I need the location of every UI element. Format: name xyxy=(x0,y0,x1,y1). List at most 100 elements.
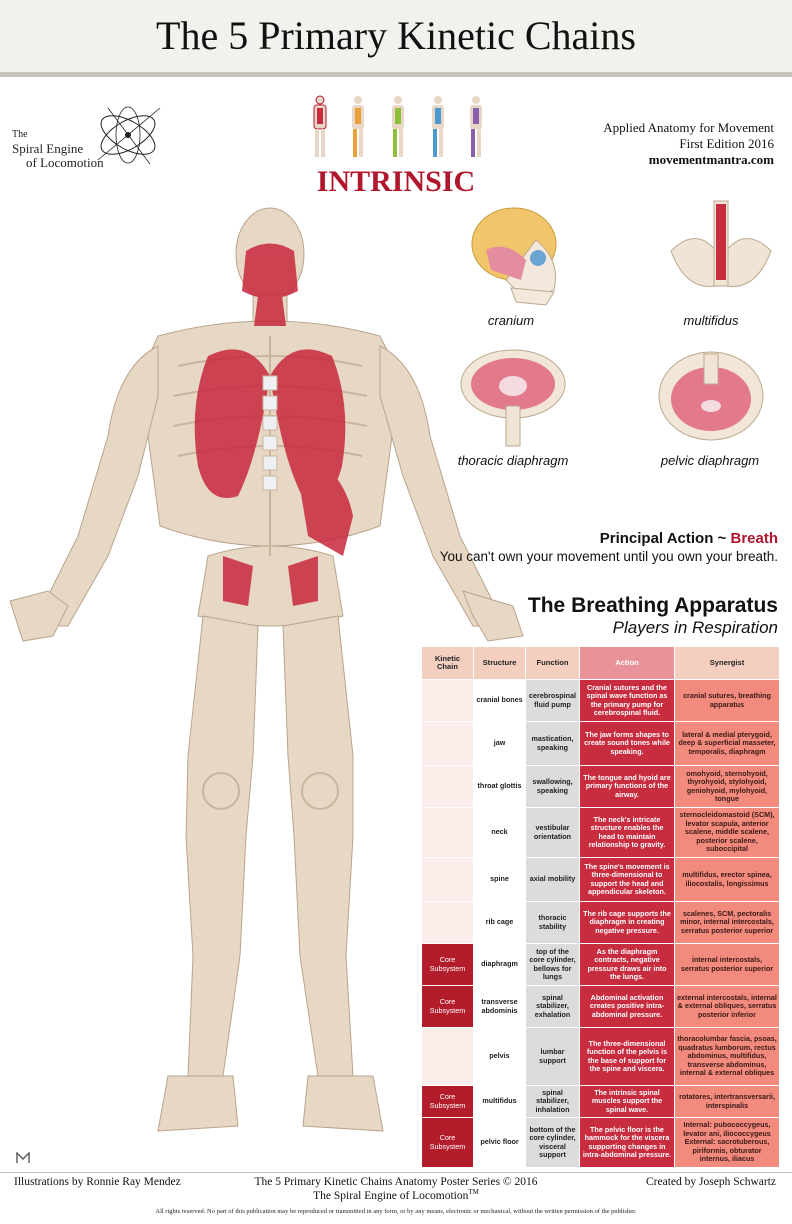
principal-action-word: Breath xyxy=(730,530,778,547)
synergist-cell: cranial sutures, breathing apparatus xyxy=(674,679,780,722)
table-row: cranial bones cerebrospinal fluid pump C… xyxy=(421,679,780,722)
principal-heading: Principal Action ~ Breath xyxy=(398,530,778,547)
structure-cell: neck xyxy=(473,807,526,858)
structure-cell: jaw xyxy=(473,721,526,766)
action-cell: The spine's movement is three-dimensiona… xyxy=(579,857,675,902)
table-row: Core Subsystem multifidus spinal stabili… xyxy=(421,1085,780,1118)
footer-illustrations: Illustrations by Ronnie Ray Mendez xyxy=(14,1176,181,1188)
action-cell: The rib cage supports the diaphragm in c… xyxy=(579,901,675,944)
synergist-cell: external intercostals, internal & extern… xyxy=(674,985,780,1028)
function-cell: thoracic stability xyxy=(525,901,580,944)
footer-series: The 5 Primary Kinetic Chains Anatomy Pos… xyxy=(236,1176,556,1202)
principal-tagline: You can't own your movement until you ow… xyxy=(439,549,778,564)
structure-cell: pelvis xyxy=(473,1027,526,1086)
header-kinetic-chain: Kinetic Chain xyxy=(421,646,474,680)
function-cell: cerebrospinal fluid pump xyxy=(525,679,580,722)
function-cell: top of the core cylinder, bellows for lu… xyxy=(525,943,580,986)
pelvic-diaphragm-caption: pelvic diaphragm xyxy=(660,453,760,468)
synergist-cell: internal intercostals, serratus posterio… xyxy=(674,943,780,986)
logo-line-1: The xyxy=(12,129,28,140)
principal-action: Principal Action ~ Breath You can't own … xyxy=(398,530,778,564)
footer-series-name: The Spiral Engine of Locomotion xyxy=(313,1189,469,1202)
structure-cell: rib cage xyxy=(473,901,526,944)
synergist-cell: thoracolumbar fascia, psoas, quadratus l… xyxy=(674,1027,780,1086)
anatomy-figure xyxy=(9,207,524,1132)
multifidus-caption: multifidus xyxy=(683,313,739,328)
function-cell: lumbar support xyxy=(525,1027,580,1086)
table-row: spine axial mobility The spine's movemen… xyxy=(421,857,780,902)
edition-url: movementmantra.com xyxy=(648,152,774,167)
chain-cell xyxy=(421,807,474,858)
table-header-row: Kinetic Chain Structure Function Action … xyxy=(421,646,780,680)
structure-cell: spine xyxy=(473,857,526,902)
table-row: pelvis lumbar support The three-dimensio… xyxy=(421,1027,780,1086)
thoracic-diaphragm-image xyxy=(460,349,566,447)
table-row: Core Subsystem diaphragm top of the core… xyxy=(421,943,780,986)
structure-cell: pelvic floor xyxy=(473,1117,526,1168)
logo-line-2: Spiral Engine xyxy=(12,141,84,156)
apparatus-subtitle: Players in Respiration xyxy=(612,618,778,637)
table-row: rib cage thoracic stability The rib cage… xyxy=(421,901,780,944)
action-cell: The intrinsic spinal muscles support the… xyxy=(579,1085,675,1118)
function-cell: axial mobility xyxy=(525,857,580,902)
spiral-logo-icon xyxy=(97,106,161,165)
synergist-cell: scalenes, SCM, pectoralis minor, interna… xyxy=(674,901,780,944)
function-cell: mastication, speaking xyxy=(525,721,580,766)
header-structure: Structure xyxy=(473,646,526,680)
figure-orange xyxy=(352,96,364,157)
footer-rule xyxy=(0,1172,792,1173)
synergist-cell: lateral & medial pterygoid, deep & super… xyxy=(674,721,780,766)
action-cell: The pelvic floor is the hammock for the … xyxy=(579,1117,675,1168)
footer-series-line-1: The 5 Primary Kinetic Chains Anatomy Pos… xyxy=(254,1176,538,1188)
apparatus-title: The Breathing Apparatus xyxy=(527,594,778,617)
structure-cell: throat glottis xyxy=(473,765,526,808)
structure-cell: diaphragm xyxy=(473,943,526,986)
edition-block: Applied Anatomy for Movement First Editi… xyxy=(514,120,774,168)
chain-cell xyxy=(421,721,474,766)
page-title: The 5 Primary Kinetic Chains xyxy=(156,13,636,58)
publisher-mark-icon xyxy=(16,1152,30,1163)
chain-cell: Core Subsystem xyxy=(421,1117,474,1168)
chain-cell xyxy=(421,679,474,722)
figure-blue xyxy=(432,96,444,157)
structure-cell: transverse abdominis xyxy=(473,985,526,1028)
chain-name: INTRINSIC xyxy=(316,165,476,198)
function-cell: vestibular orientation xyxy=(525,807,580,858)
principal-label: Principal Action ~ xyxy=(599,530,731,547)
table-row: jaw mastication, speaking The jaw forms … xyxy=(421,721,780,766)
chain-cell xyxy=(421,1027,474,1086)
header-synergist: Synergist xyxy=(674,646,780,680)
action-cell: The three-dimensional function of the pe… xyxy=(579,1027,675,1086)
pelvic-diaphragm-image xyxy=(658,351,764,441)
function-cell: spinal stabilizer, inhalation xyxy=(525,1085,580,1118)
edition-line-2: First Edition 2016 xyxy=(679,136,774,151)
figure-green xyxy=(392,96,404,157)
footer-series-line-2: The Spiral Engine of LocomotionTM xyxy=(236,1188,556,1202)
legal-notice: All rights reserved. No part of this pub… xyxy=(155,1208,637,1215)
chain-figures-row xyxy=(313,95,482,157)
action-cell: As the diaphragm contracts, negative pre… xyxy=(579,943,675,986)
synergist-cell: sternocleidomastoid (SCM), levator scapu… xyxy=(674,807,780,858)
figure-intrinsic xyxy=(313,95,327,157)
structure-cell: cranial bones xyxy=(473,679,526,722)
action-cell: The jaw forms shapes to create sound ton… xyxy=(579,721,675,766)
table-row: Core Subsystem pelvic floor bottom of th… xyxy=(421,1117,780,1168)
multifidus-image xyxy=(670,200,772,288)
synergist-cell: rotatores, intertransversarii, interspin… xyxy=(674,1085,780,1118)
figure-purple xyxy=(470,96,482,157)
action-cell: Cranial sutures and the spinal wave func… xyxy=(579,679,675,722)
synergist-cell: multifidus, erector spinea, iliocostalis… xyxy=(674,857,780,902)
action-cell: The tongue and hyoid are primary functio… xyxy=(579,765,675,808)
chain-cell xyxy=(421,857,474,902)
chain-cell xyxy=(421,901,474,944)
table-row: neck vestibular orientation The neck's i… xyxy=(421,807,780,858)
footer-trademark: TM xyxy=(468,1188,479,1196)
synergist-cell: Internal: pubococcygeus, levator ani, il… xyxy=(674,1117,780,1168)
structure-cell: multifidus xyxy=(473,1085,526,1118)
logo-line-3: of Locomotion xyxy=(26,155,104,170)
chain-cell xyxy=(421,765,474,808)
cranium-image xyxy=(471,207,557,306)
synergist-cell: omohyoid, sternohyoid, thyrohyoid, stylo… xyxy=(674,765,780,808)
table-row: throat glottis swallowing, speaking The … xyxy=(421,765,780,808)
header-action: Action xyxy=(579,646,675,680)
